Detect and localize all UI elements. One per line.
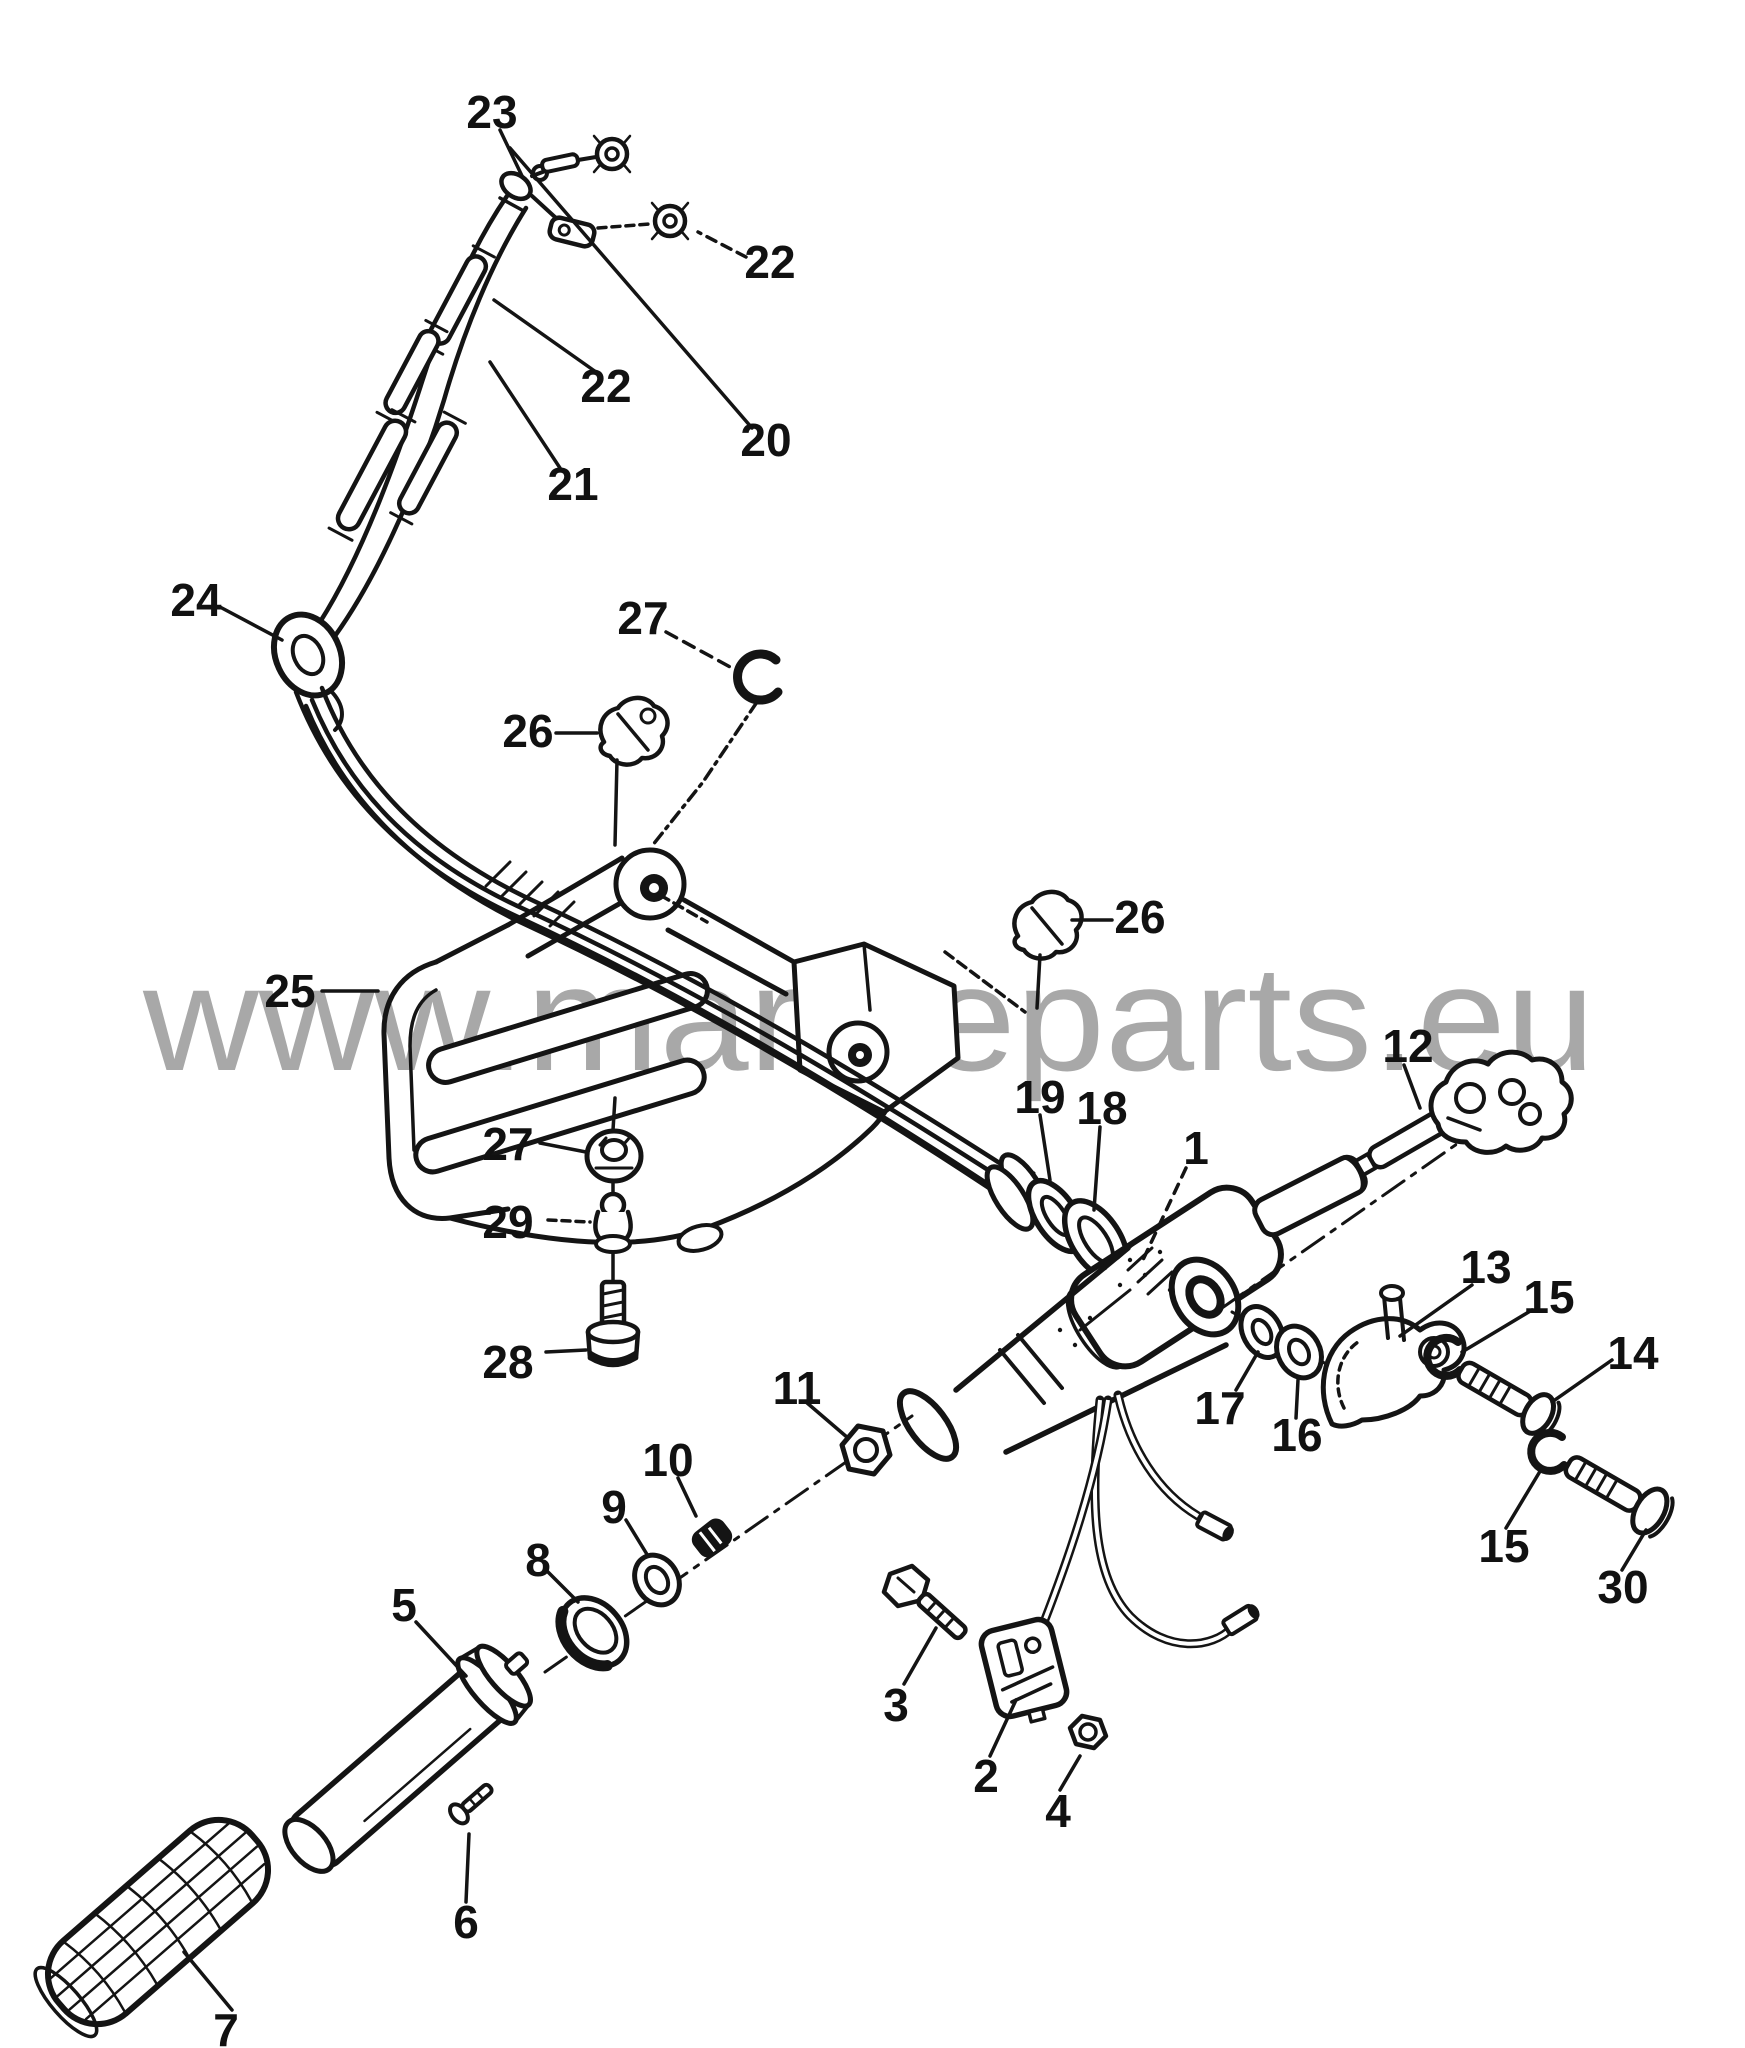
part-label-20: 20 xyxy=(740,414,791,466)
c-washer-15a xyxy=(1423,1333,1464,1380)
part-label-16: 16 xyxy=(1271,1409,1322,1461)
part-label-22b: 22 xyxy=(580,360,631,412)
part-label-22a: 22 xyxy=(744,236,795,288)
cable-band xyxy=(293,685,1055,1221)
bullet-connector xyxy=(1195,1510,1234,1542)
swivel-friction-parts xyxy=(1230,1284,1675,1539)
part-label-15b: 15 xyxy=(1478,1520,1529,1572)
part-label-1: 1 xyxy=(1183,1122,1209,1174)
callout-leaders xyxy=(182,128,1648,2012)
part-label-12: 12 xyxy=(1382,1020,1433,1072)
washer-17 xyxy=(1238,1304,1286,1360)
steering-shaft xyxy=(1220,1049,1574,1310)
washer-16 xyxy=(1274,1323,1324,1381)
part-label-27a: 27 xyxy=(617,592,668,644)
universal-joint-yoke xyxy=(1428,1049,1574,1155)
part-label-27b: 27 xyxy=(482,1118,533,1170)
part-label-13: 13 xyxy=(1460,1241,1511,1293)
cable-ring-screw xyxy=(594,136,630,172)
part-label-26b: 26 xyxy=(1114,891,1165,943)
part-label-8: 8 xyxy=(525,1534,551,1586)
part-label-10: 10 xyxy=(642,1434,693,1486)
part-label-24: 24 xyxy=(170,574,222,626)
e-clip xyxy=(650,649,783,924)
bullet-connector xyxy=(1221,1603,1260,1637)
part-label-9: 9 xyxy=(601,1481,627,1533)
part-label-6: 6 xyxy=(453,1896,479,1948)
part-label-4: 4 xyxy=(1045,1785,1071,1837)
c-washer-15b xyxy=(1527,1428,1568,1475)
wiring-harness xyxy=(1039,1390,1260,1649)
bolt-14 xyxy=(1456,1360,1562,1440)
grip-7 xyxy=(33,1816,272,2039)
part-label-18: 18 xyxy=(1076,1082,1127,1134)
throttle-cables xyxy=(317,134,690,643)
cable-clamp xyxy=(598,695,670,847)
nut-4 xyxy=(1067,1713,1109,1751)
bushing-10 xyxy=(691,1518,733,1558)
part-label-26a: 26 xyxy=(502,705,553,757)
throttle-tube-5 xyxy=(282,1643,533,1874)
throttle-grip-assembly xyxy=(33,1414,914,2039)
part-label-14: 14 xyxy=(1607,1327,1659,1379)
part-label-19: 19 xyxy=(1014,1071,1065,1123)
part-label-7: 7 xyxy=(213,2004,239,2048)
nut-11 xyxy=(839,1423,893,1477)
friction-screw-stack xyxy=(584,1096,644,1368)
part-label-5: 5 xyxy=(391,1579,417,1631)
cable-clamp xyxy=(943,889,1084,1014)
part-label-29: 29 xyxy=(482,1196,533,1248)
stop-switch-assembly xyxy=(881,1563,1109,1751)
part-label-11: 11 xyxy=(773,1362,822,1414)
part-label-23: 23 xyxy=(466,86,517,138)
bolt-30 xyxy=(1563,1455,1675,1539)
part-label-17: 17 xyxy=(1194,1382,1245,1434)
friction-cap-8 xyxy=(555,1595,630,1672)
part-label-3: 3 xyxy=(883,1679,909,1731)
part-label-2: 2 xyxy=(973,1750,999,1802)
part-label-21: 21 xyxy=(547,458,598,510)
screw-6 xyxy=(447,1782,494,1826)
washer-9 xyxy=(632,1552,682,1608)
cable-grommet xyxy=(270,611,346,732)
switch-body xyxy=(978,1616,1070,1724)
cable-ring-screw xyxy=(652,203,688,239)
part-label-25: 25 xyxy=(264,965,315,1017)
callout-labels: 23 22 22 21 20 24 27 26 25 26 19 18 1 12… xyxy=(170,86,1659,2048)
part-label-28: 28 xyxy=(482,1336,533,1388)
part-label-15a: 15 xyxy=(1523,1271,1574,1323)
tiller-arm xyxy=(896,1184,1284,1462)
part-label-30: 30 xyxy=(1597,1561,1648,1613)
